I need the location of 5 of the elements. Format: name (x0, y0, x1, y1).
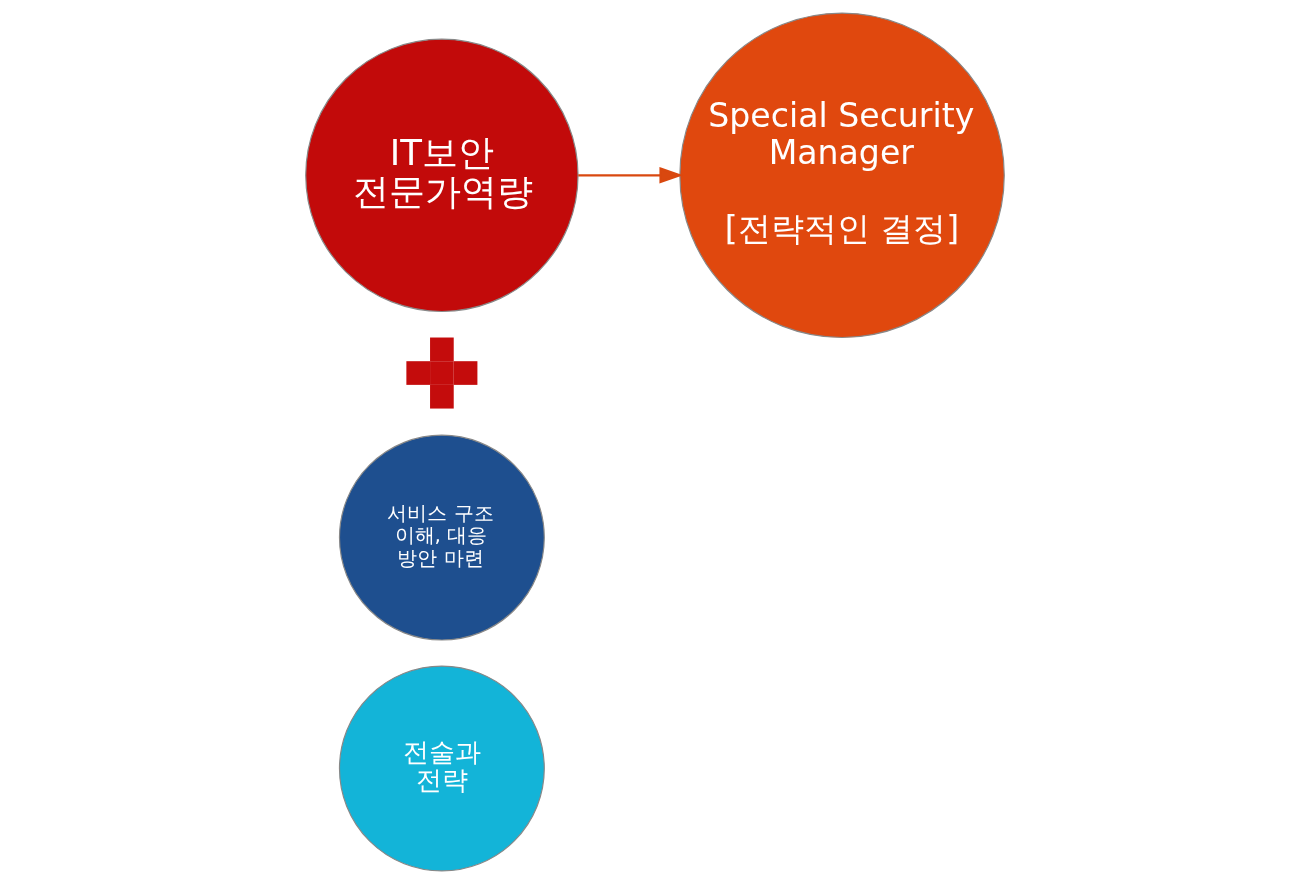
arrow (578, 167, 684, 184)
node-circle: IT보안 전문가역량 (305, 38, 579, 313)
node-circle: Special Security Manager [전략적인 결정] (679, 12, 1005, 339)
node-circle: 서비스 구조 이해, 대응 방안 마련 (338, 434, 545, 641)
node-circle: 전술과 전략 (338, 665, 545, 872)
